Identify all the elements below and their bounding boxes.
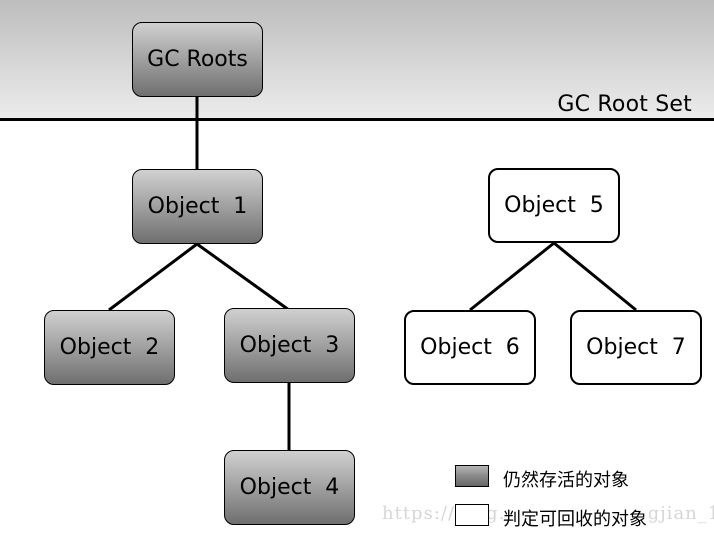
gc-root-set-region (0, 0, 714, 119)
edge-object1-object2 (108, 242, 198, 312)
object-4-node: Object 4 (224, 450, 355, 525)
object-2-node: Object 2 (44, 310, 175, 385)
gc-root-set-label: GC Root Set (557, 92, 692, 117)
gc-roots-node: GC Roots (132, 22, 263, 97)
object-3-node: Object 3 (224, 308, 355, 383)
edge-object5-object6 (469, 241, 555, 312)
legend-collectable-label: 判定可回收的对象 (503, 505, 649, 531)
legend-collectable-swatch (455, 504, 489, 526)
edge-object5-object7 (553, 241, 637, 312)
legend-live-swatch (455, 465, 489, 487)
object-1-node: Object 1 (132, 169, 263, 244)
object-5-node: Object 5 (488, 168, 620, 243)
object-7-node: Object 7 (570, 310, 702, 385)
gc-root-set-boundary (0, 118, 714, 121)
legend-live-label: 仍然存活的对象 (503, 470, 629, 491)
object-6-node: Object 6 (404, 310, 536, 385)
edge-object1-object3 (196, 242, 290, 312)
